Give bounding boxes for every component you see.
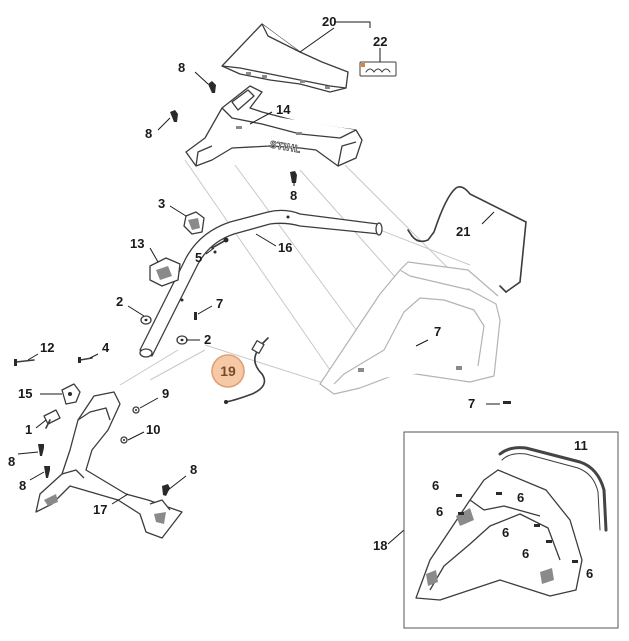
part-15-lever[interactable] (61, 383, 81, 405)
part-22-label[interactable] (359, 61, 397, 77)
assembly-guide-lines (119, 159, 471, 386)
callout-6: 6 (432, 478, 439, 493)
callout-10: 10 (146, 422, 160, 437)
callout-3: 3 (158, 196, 165, 211)
part-7-screw-a[interactable] (194, 312, 197, 320)
part-1-fastener[interactable] (43, 409, 61, 429)
part-7-screw-c[interactable] (503, 401, 511, 404)
part-8-bolt-d[interactable] (38, 444, 44, 456)
callout-6: 6 (522, 546, 529, 561)
part-17-lower-bracket[interactable] (35, 391, 183, 539)
callout-7: 7 (468, 396, 475, 411)
callout-8: 8 (8, 454, 15, 469)
callout-6: 6 (502, 525, 509, 540)
callout-7: 7 (216, 296, 223, 311)
part-21-bail[interactable] (407, 186, 527, 293)
callout-labels: 20 22 8 14 8 8 3 21 16 13 5 2 7 2 7 12 4… (8, 14, 593, 581)
main-deck-frame (319, 261, 501, 395)
callout-8: 8 (190, 462, 197, 477)
part-2-washer-a[interactable] (140, 315, 152, 325)
part-8-bolt-e[interactable] (44, 466, 50, 478)
callout-13: 13 (130, 236, 144, 251)
callout-7: 7 (434, 324, 441, 339)
callout-8: 8 (178, 60, 185, 75)
inset-assembly-18[interactable] (403, 431, 619, 629)
callout-15: 15 (18, 386, 32, 401)
part-8-bolt-b[interactable] (170, 110, 178, 122)
callout-6: 6 (517, 490, 524, 505)
part-3-clip[interactable] (183, 211, 205, 235)
part-14-handle-console[interactable]: STIHL (185, 85, 363, 167)
callout-18: 18 (373, 538, 387, 553)
callout-12: 12 (40, 340, 54, 355)
part-10-nut[interactable] (120, 436, 128, 444)
part-8-bolt-c[interactable] (290, 171, 297, 183)
callout-2: 2 (116, 294, 123, 309)
part-8-bolt-a[interactable] (208, 81, 216, 93)
callout-22: 22 (373, 34, 387, 49)
part-5-screw[interactable] (211, 237, 229, 249)
part-8-bolt-f[interactable] (162, 484, 170, 496)
part-13-bracket[interactable] (149, 257, 181, 287)
part-2-washer-b[interactable] (176, 335, 188, 345)
part-4-pin[interactable] (78, 357, 93, 363)
part-16-handlebar-tube[interactable] (139, 209, 383, 358)
callout-17: 17 (93, 502, 107, 517)
part-19-cable[interactable] (224, 337, 269, 404)
part-12-pin[interactable] (14, 359, 35, 366)
callout-14: 14 (276, 102, 291, 117)
callout-21: 21 (456, 224, 470, 239)
callout-1: 1 (25, 422, 32, 437)
callout-5: 5 (195, 250, 202, 265)
callout-8: 8 (290, 188, 297, 203)
part-9-nut[interactable] (132, 406, 140, 414)
callout-2: 2 (204, 332, 211, 347)
callout-16: 16 (278, 240, 292, 255)
callout-9: 9 (162, 386, 169, 401)
callout-4: 4 (102, 340, 110, 355)
callout-11: 11 (574, 438, 588, 453)
callout-8: 8 (145, 126, 152, 141)
part-20-top-cover[interactable] (221, 23, 349, 93)
callout-20: 20 (322, 14, 336, 29)
callout-6: 6 (436, 504, 443, 519)
callout-8: 8 (19, 478, 26, 493)
callout-6: 6 (586, 566, 593, 581)
highlight-marker-19[interactable]: 19 (211, 354, 245, 388)
highlight-label: 19 (220, 363, 236, 379)
